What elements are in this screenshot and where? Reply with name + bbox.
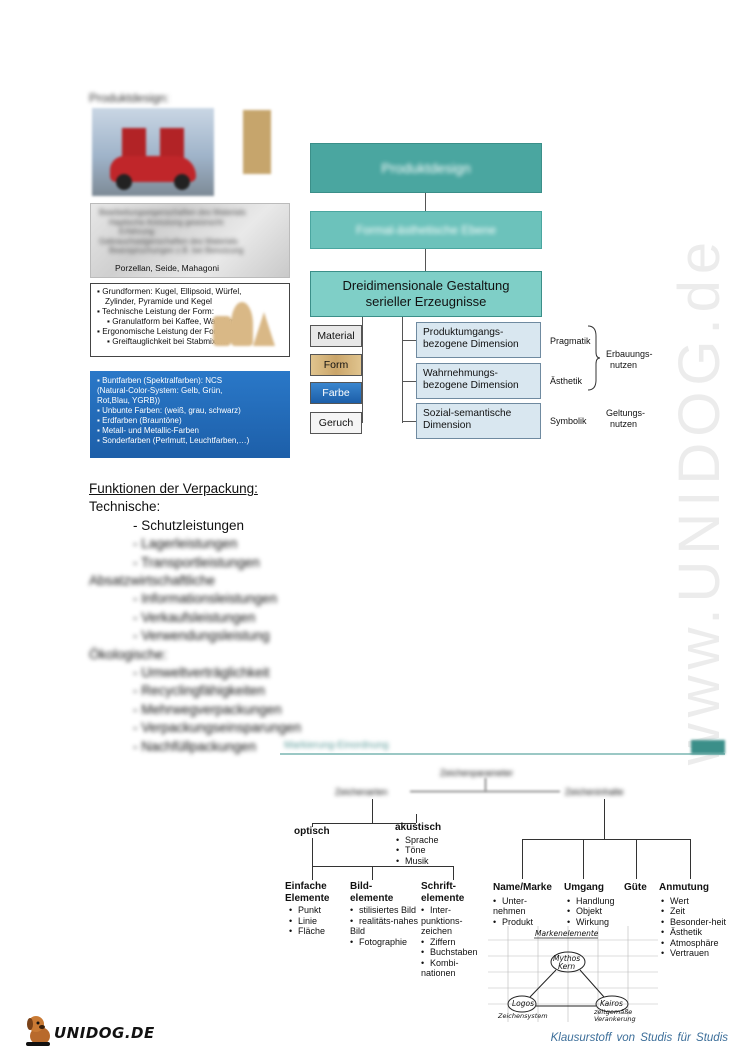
packaging-functions: Funktionen der Verpackung: Technische: -… <box>89 481 302 754</box>
name-marke-group: Name/Marke Unter-nehmen Produkt <box>493 882 553 927</box>
anmutung-group: Anmutung Wert Zeit Besonder-heit Ästheti… <box>659 882 729 959</box>
label-aesthetik: Ästhetik <box>550 376 583 386</box>
material-examples: Porzellan, Seide, Mahagoni <box>115 263 219 273</box>
material-box: Bearbeitungseigenschaften des Materials … <box>90 203 290 278</box>
form-shapes-illustration <box>209 294 279 352</box>
design-award-badge <box>243 110 271 174</box>
zeichenarten: Zeichenarten <box>335 787 388 797</box>
dimension-box-2: Wahrnehmungs-bezogene Dimension <box>416 363 541 399</box>
functions-heading: Funktionen der Verpackung: <box>89 481 258 496</box>
guete-label: Güte <box>624 882 647 893</box>
chip-farbe: Farbe <box>310 382 362 404</box>
label-pragmatik: Pragmatik <box>550 336 591 346</box>
chip-form: Form <box>310 354 362 376</box>
slide-heading: Produktdesign: <box>89 91 170 105</box>
color-box: ▪ Buntfarben (Spektralfarben): NCS (Natu… <box>90 371 290 458</box>
label-geltungsnutzen: Geltungs-nutzen <box>606 408 646 429</box>
sketch-logos: Logos <box>512 999 535 1008</box>
car-photo <box>92 108 214 196</box>
chip-geruch: Geruch <box>310 412 362 434</box>
schrift-elemente: Schrift-elemente Inter-punktions-zeichen… <box>421 881 483 979</box>
zeichenparameter: Zeichenparameter <box>440 768 514 778</box>
brace-icon <box>587 325 600 391</box>
dog-icon <box>26 1016 50 1046</box>
unidog-logo[interactable]: UNIDOG.DE <box>22 1012 154 1048</box>
diagram-top-box: Produktdesign <box>310 143 542 193</box>
umgang-group: Umgang Handlung Objekt Wirkung <box>564 882 615 927</box>
label-erbauungsnutzen: Erbauungs-nutzen <box>606 349 653 370</box>
markenelemente-sketch <box>488 926 658 1022</box>
sketch-kairos: Kairos <box>600 999 623 1008</box>
chip-material: Material <box>310 325 362 347</box>
footer-slogan: Klausurstoff von Studis für Studis <box>550 1032 728 1044</box>
markierung-band: Markierung-Einordnung <box>280 740 725 755</box>
watermark: www.UNIDOG.de <box>667 235 733 765</box>
sketch-title: Markenelemente <box>535 929 599 938</box>
optisch-label: optisch <box>294 826 330 837</box>
dimension-box-1: Produktumgangs-bezogene Dimension <box>416 322 541 358</box>
label-symbolik: Symbolik <box>550 416 587 426</box>
bild-elemente: Bild-elemente stilisiertes Bild realität… <box>350 881 420 947</box>
zeicheninhalte: Zeicheninhalte <box>565 787 624 797</box>
diagram-mid-box: Formal-ästhetische Ebene <box>310 211 542 249</box>
form-box: ▪ Grundformen: Kugel, Ellipsoid, Würfel,… <box>90 283 290 357</box>
akustisch-group: akustisch Sprache Töne Musik <box>395 822 441 866</box>
sketch-logos-note: Zeichensystem <box>498 1012 548 1020</box>
